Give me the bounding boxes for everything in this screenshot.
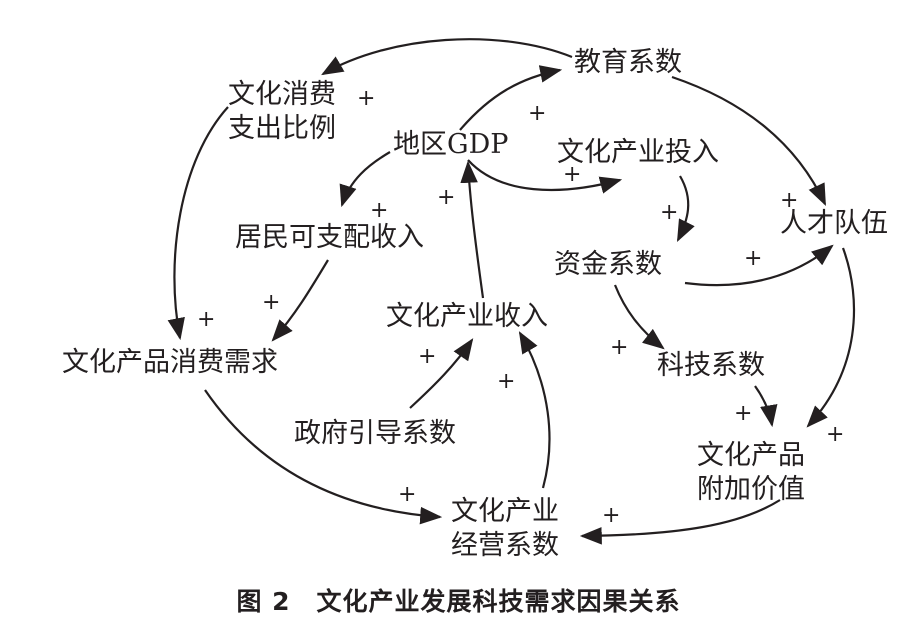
- node-government-guidance: 政府引导系数: [294, 418, 456, 449]
- node-consumption-demand: 文化产品消费需求: [62, 347, 278, 378]
- node-operating-line2: 经营系数: [451, 530, 559, 561]
- node-operating-line1: 文化产业: [451, 496, 559, 527]
- polarity-sign: +: [563, 162, 582, 187]
- figure-caption: 图 2 文化产业发展科技需求因果关系: [0, 582, 917, 618]
- polarity-sign: +: [602, 503, 621, 528]
- polarity-sign: +: [437, 185, 456, 210]
- edge-gdp-to-disposable-income: [339, 151, 391, 208]
- node-consumption-ratio-line1: 文化消费: [228, 79, 336, 110]
- edge-capital-to-tech: [613, 284, 665, 350]
- edge-disposable-income-to-demand: [271, 259, 329, 342]
- node-added-value-line2: 附加价值: [697, 474, 805, 505]
- figure-title: 文化产业发展科技需求因果关系: [316, 587, 681, 616]
- polarity-sign: +: [497, 369, 516, 394]
- polarity-sign: +: [826, 422, 845, 447]
- node-education: 教育系数: [574, 47, 682, 78]
- edge-industry-revenue-to-gdp: [460, 160, 485, 299]
- edge-gdp-to-education: [459, 65, 563, 131]
- node-consumption-ratio-line2: 支出比例: [228, 113, 336, 144]
- edge-consumption-ratio-to-demand: [167, 106, 229, 341]
- edge-education-to-talent: [671, 75, 826, 206]
- edge-investment-to-capital: [677, 175, 695, 242]
- polarity-sign: +: [418, 344, 437, 369]
- polarity-sign: +: [262, 290, 281, 315]
- polarity-sign: +: [370, 198, 389, 223]
- polarity-sign: +: [398, 482, 417, 507]
- polarity-sign: +: [744, 246, 763, 271]
- polarity-sign: +: [528, 101, 547, 126]
- node-talent: 人才队伍: [780, 208, 888, 239]
- node-regional-gdp: 地区GDP: [393, 129, 509, 160]
- node-industry-revenue: 文化产业收入: [386, 301, 548, 332]
- edge-gdp-to-industry-investment: [467, 159, 623, 194]
- edge-guidance-to-industry-revenue: [409, 338, 474, 409]
- edge-demand-to-operating: [204, 389, 443, 525]
- edge-capital-to-talent: [684, 244, 834, 287]
- node-added-value-line1: 文化产品: [697, 440, 805, 471]
- node-tech: 科技系数: [657, 350, 765, 381]
- node-industry-investment: 文化产业投入: [557, 137, 719, 168]
- edge-tech-to-added-value: [754, 385, 778, 428]
- edge-talent-to-added-value: [806, 247, 856, 428]
- edge-added-value-to-operating: [579, 499, 781, 545]
- polarity-sign: +: [197, 307, 216, 332]
- edge-education-to-consumption-ratio: [321, 38, 573, 76]
- polarity-sign: +: [780, 188, 799, 213]
- edge-operating-to-industry-revenue: [518, 331, 551, 489]
- polarity-sign: +: [610, 335, 629, 360]
- polarity-sign: +: [734, 401, 753, 426]
- node-capital: 资金系数: [554, 249, 662, 280]
- figure-number: 图 2: [236, 587, 291, 616]
- node-disposable-income: 居民可支配收入: [235, 222, 424, 253]
- polarity-sign: +: [660, 200, 679, 225]
- polarity-sign: +: [357, 86, 376, 111]
